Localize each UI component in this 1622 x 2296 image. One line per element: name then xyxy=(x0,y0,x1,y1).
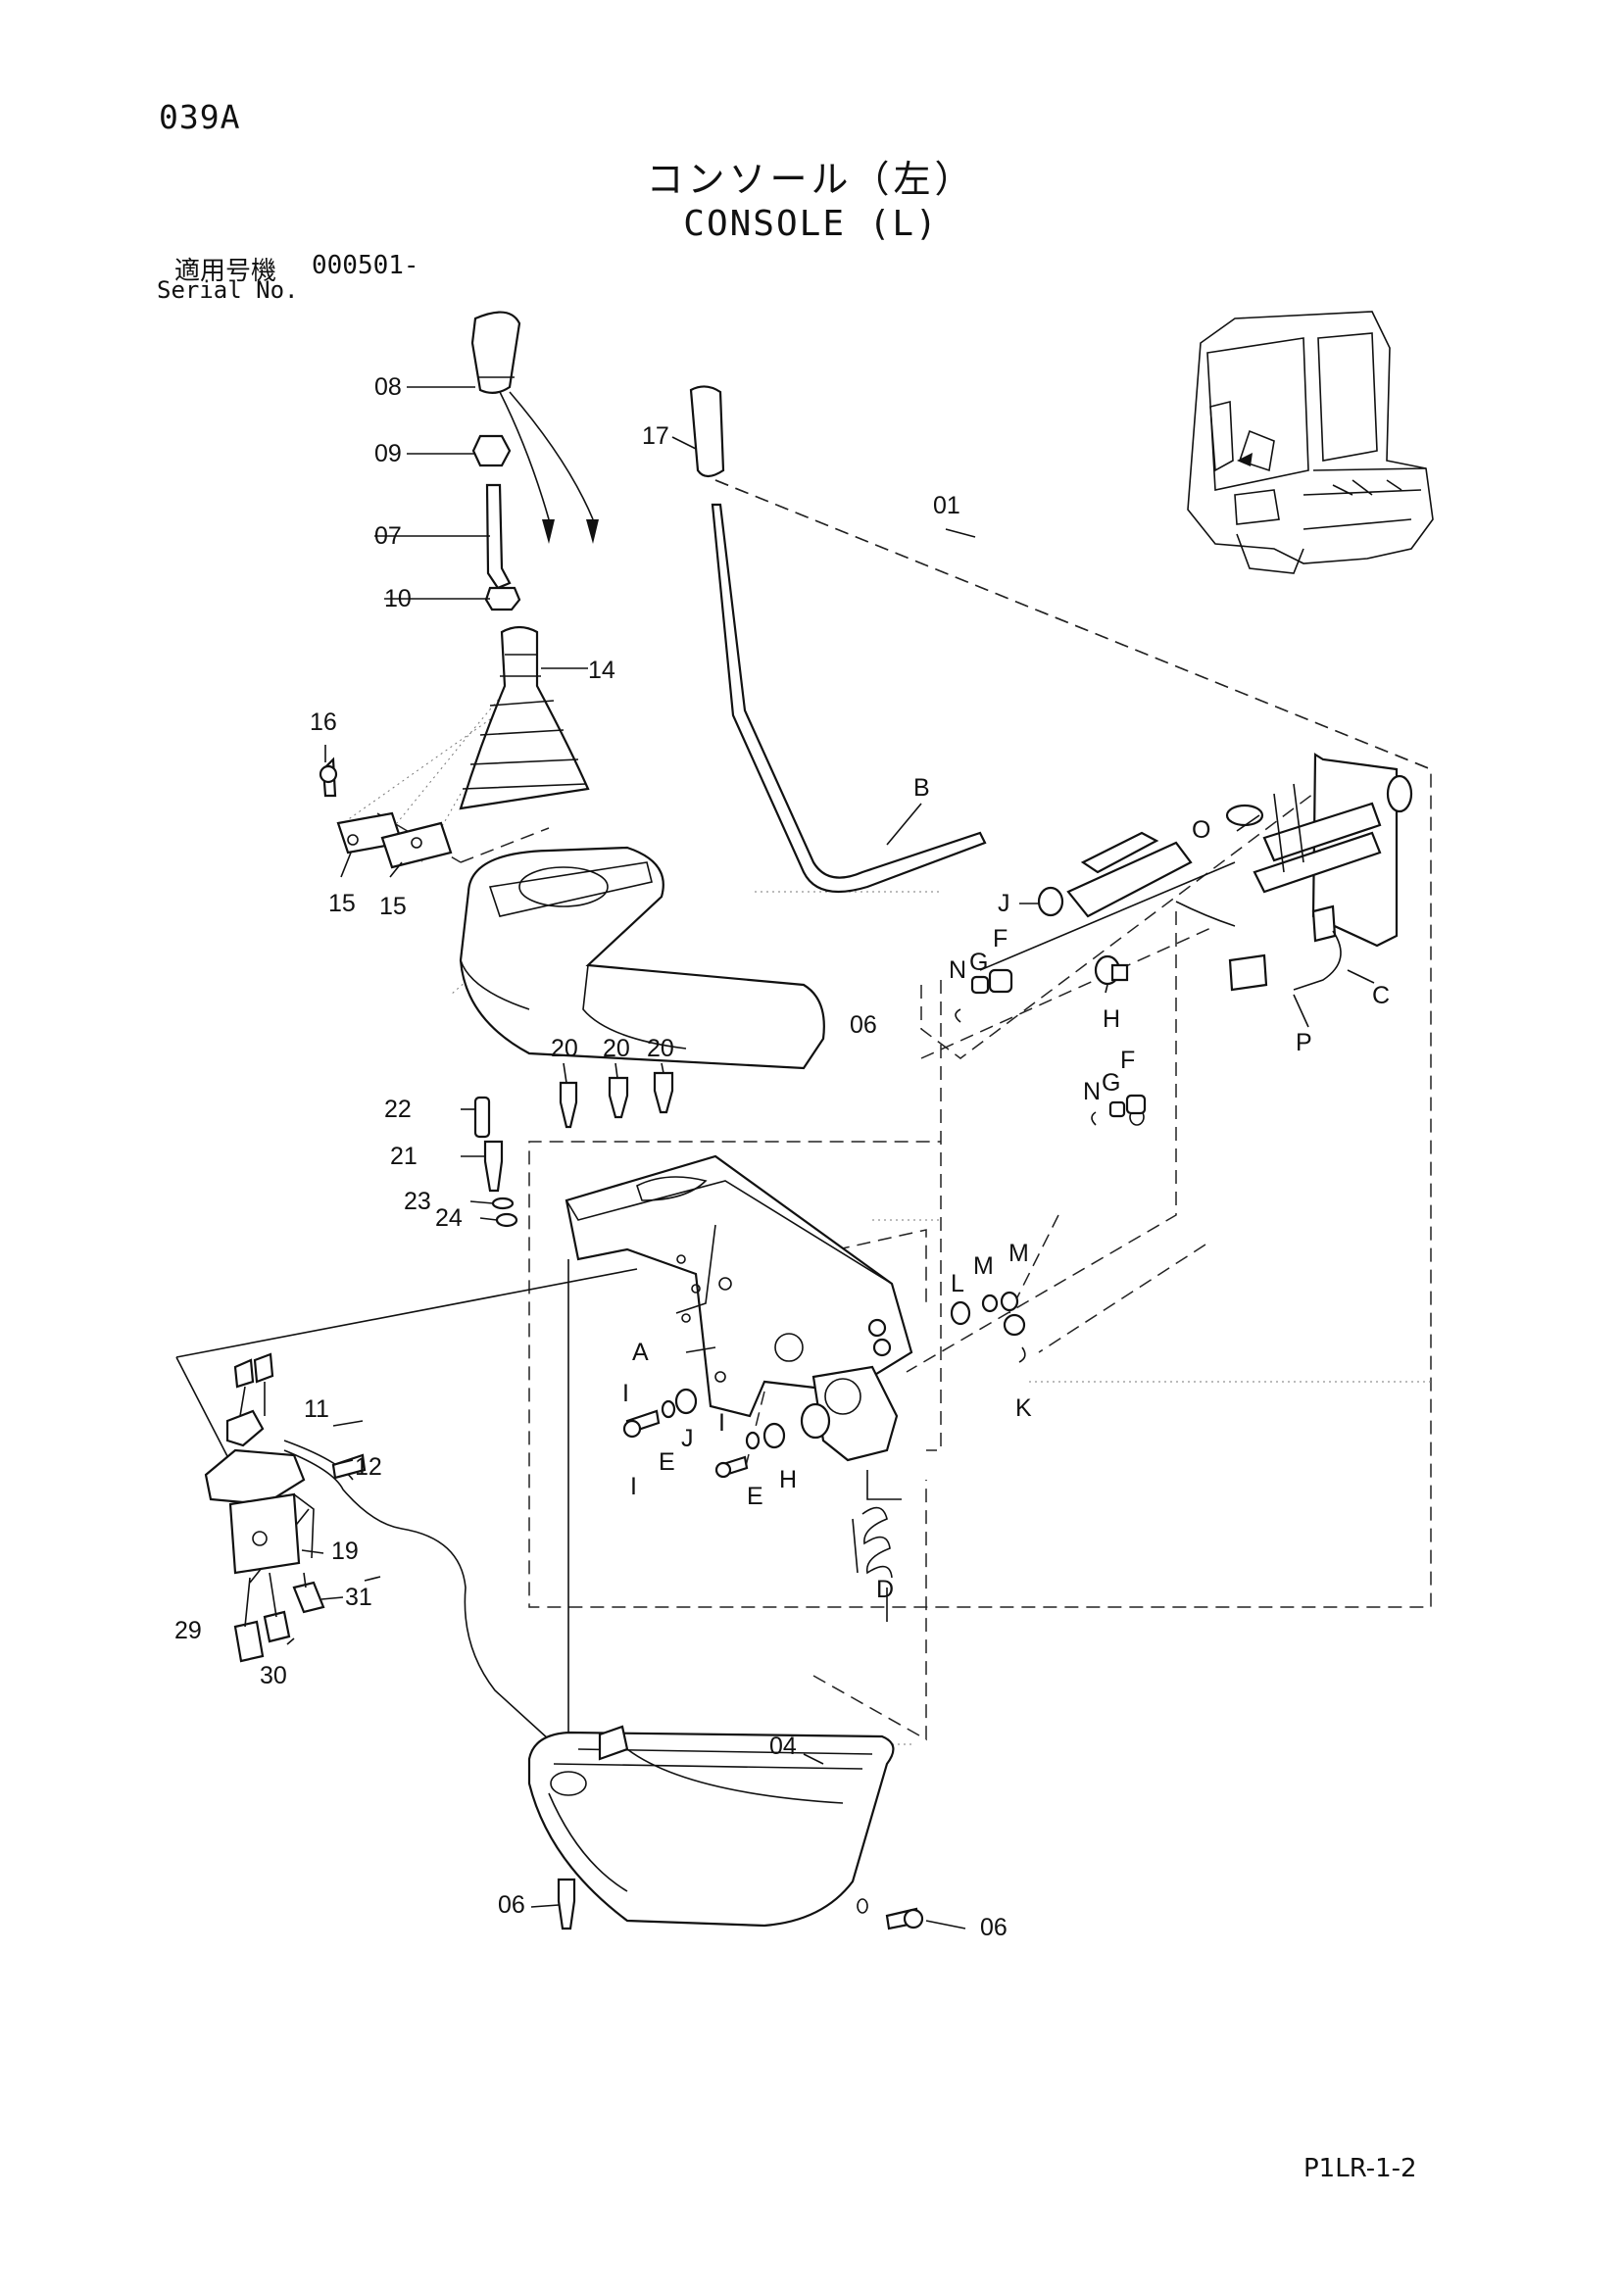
callout-17: 17 xyxy=(642,422,669,450)
callout-leaders xyxy=(286,386,1375,1930)
callout-F-lower: F xyxy=(1120,1047,1135,1074)
callout-O: O xyxy=(1192,816,1210,844)
callout-19: 19 xyxy=(331,1538,359,1565)
assembly-dashed-lines xyxy=(175,479,1432,1764)
bracket-hardware xyxy=(622,1291,1026,1479)
excavator-location-icon xyxy=(1187,311,1434,574)
callout-E-upper: E xyxy=(659,1448,675,1476)
callout-B: B xyxy=(913,774,930,802)
callout-04: 04 xyxy=(769,1733,797,1760)
console-top-cover xyxy=(459,846,825,1070)
callout-D: D xyxy=(876,1576,894,1603)
callout-20-c: 20 xyxy=(647,1035,674,1062)
reference-code: P1LR-1-2 xyxy=(1303,2154,1417,2183)
callout-15-left: 15 xyxy=(328,890,356,917)
callout-31: 31 xyxy=(345,1584,372,1611)
callout-21: 21 xyxy=(390,1143,418,1170)
callout-F-upper: F xyxy=(993,925,1008,953)
callout-K: K xyxy=(1015,1394,1032,1422)
callout-A: A xyxy=(632,1339,649,1366)
callout-29: 29 xyxy=(174,1617,202,1644)
callout-M-left: M xyxy=(973,1252,994,1280)
callout-C: C xyxy=(1372,982,1390,1009)
callout-M-right: M xyxy=(1008,1240,1029,1267)
linkage-shaft-group xyxy=(955,753,1413,1126)
callout-06-right: 06 xyxy=(980,1914,1008,1941)
callout-06-top: 06 xyxy=(850,1011,877,1039)
callout-G-upper: G xyxy=(969,949,988,976)
callout-24: 24 xyxy=(435,1204,463,1232)
callout-N-lower: N xyxy=(1083,1078,1101,1105)
callout-E-lower: E xyxy=(747,1483,763,1510)
callout-I-3: I xyxy=(630,1473,637,1500)
callout-10: 10 xyxy=(384,585,412,612)
callout-30: 30 xyxy=(260,1662,287,1689)
lever-grip-assembly xyxy=(470,311,599,611)
callout-G-lower: G xyxy=(1102,1069,1120,1097)
valve-assembly xyxy=(204,1352,550,1740)
console-bottom-cover xyxy=(527,1725,924,1930)
callout-12: 12 xyxy=(355,1453,382,1481)
control-lever xyxy=(689,385,987,894)
return-spring xyxy=(852,1506,893,1579)
mounting-plates xyxy=(319,757,453,869)
rubber-boot xyxy=(459,625,590,810)
callout-06-left: 06 xyxy=(498,1891,525,1919)
callout-01: 01 xyxy=(933,492,960,519)
callout-22: 22 xyxy=(384,1096,412,1123)
callout-11: 11 xyxy=(304,1395,329,1423)
title-english: CONSOLE (L) xyxy=(683,204,939,244)
callout-H-upper: H xyxy=(1103,1005,1120,1033)
callout-I-1: I xyxy=(622,1380,629,1407)
serial-label-japanese: 適用号機 xyxy=(174,257,277,286)
page-number: 039A xyxy=(159,98,241,136)
serial-label-english: Serial No. xyxy=(157,276,299,304)
title-japanese: コンソール（左） xyxy=(646,158,976,201)
callout-labels: 08 09 07 10 14 16 15 15 17 01 B O J F N … xyxy=(174,373,1390,1941)
callout-J-upper: J xyxy=(998,890,1010,917)
callout-20-b: 20 xyxy=(603,1035,630,1062)
callout-23: 23 xyxy=(404,1188,431,1215)
serial-number-value: 000501- xyxy=(312,251,419,280)
callout-15-right: 15 xyxy=(379,893,407,920)
callout-N-upper: N xyxy=(949,956,966,984)
callout-09: 09 xyxy=(374,440,402,467)
callout-L: L xyxy=(951,1270,964,1297)
callout-H-lower: H xyxy=(779,1466,797,1493)
callout-20-a: 20 xyxy=(551,1035,578,1062)
callout-16: 16 xyxy=(310,708,337,736)
callout-14: 14 xyxy=(588,657,615,684)
callout-I-2: I xyxy=(718,1409,725,1437)
callout-P: P xyxy=(1296,1029,1312,1056)
callout-08: 08 xyxy=(374,373,402,401)
console-bracket xyxy=(565,1154,913,1500)
callout-07: 07 xyxy=(374,522,402,550)
callout-J-lower: J xyxy=(681,1425,694,1452)
